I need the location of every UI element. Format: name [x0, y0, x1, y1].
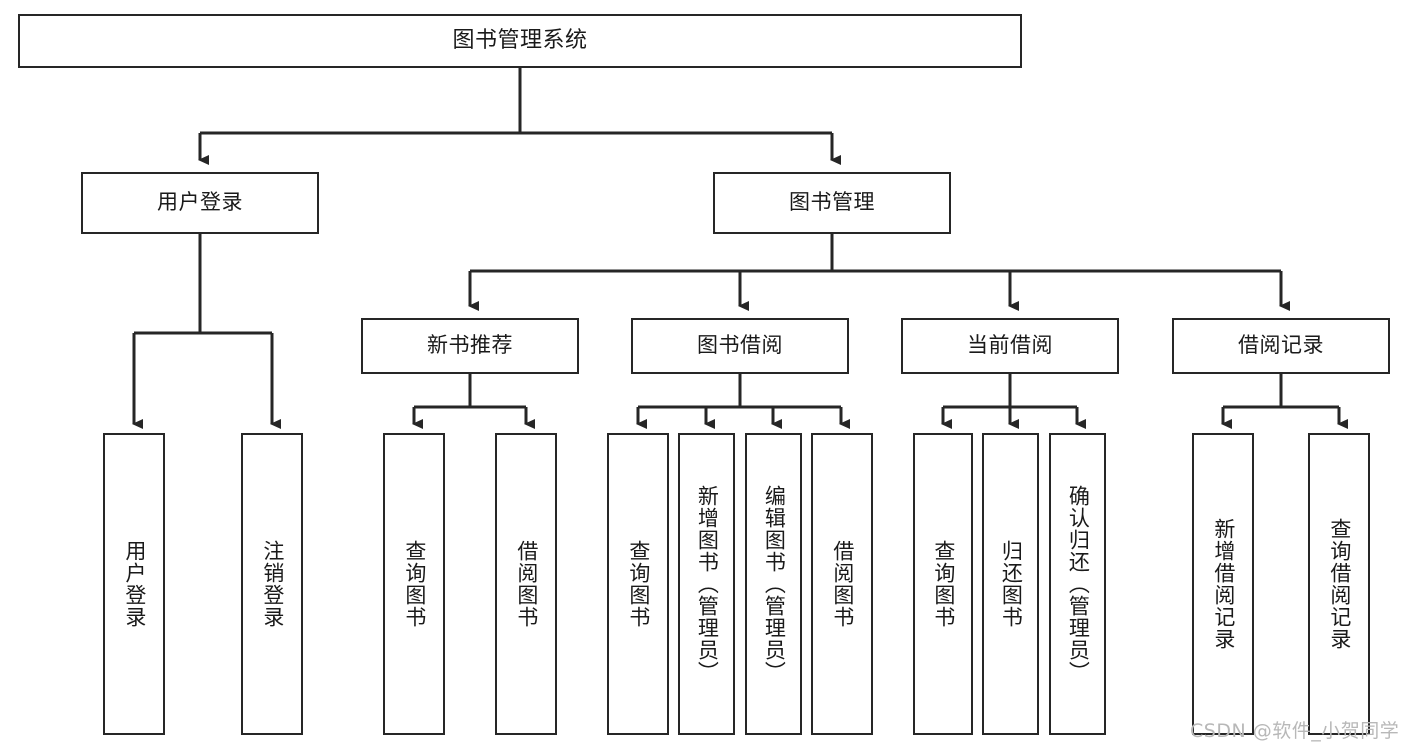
leaf-query-borrow-record[interactable]: 查询借阅记录: [1308, 433, 1370, 735]
node-current-borrow[interactable]: 当前借阅: [901, 318, 1119, 374]
node-label: 编辑图书（管理员）: [762, 485, 787, 683]
leaf-add-borrow-record[interactable]: 新增借阅记录: [1192, 433, 1254, 735]
node-label: 查询借阅记录: [1327, 518, 1352, 650]
node-new-book-recommend[interactable]: 新书推荐: [361, 318, 579, 374]
leaf-borrow-book-recommend[interactable]: 借阅图书: [495, 433, 557, 735]
node-label: 确认归还（管理员）: [1066, 485, 1091, 683]
leaf-borrow-book[interactable]: 借阅图书: [811, 433, 873, 735]
node-book-management[interactable]: 图书管理: [713, 172, 951, 234]
node-label: 用户登录: [122, 540, 147, 628]
leaf-add-book-admin[interactable]: 新增图书（管理员）: [678, 433, 735, 735]
node-borrow-record[interactable]: 借阅记录: [1172, 318, 1390, 374]
node-label: 新增图书（管理员）: [695, 485, 720, 683]
node-user-login[interactable]: 用户登录: [81, 172, 319, 234]
node-label: 借阅图书: [514, 540, 539, 628]
leaf-logout[interactable]: 注销登录: [241, 433, 303, 735]
leaf-query-book-recommend[interactable]: 查询图书: [383, 433, 445, 735]
node-label: 新增借阅记录: [1211, 518, 1236, 650]
leaf-query-book-borrow[interactable]: 查询图书: [607, 433, 669, 735]
node-label: 图书管理: [789, 190, 875, 215]
node-label: 注销登录: [260, 540, 285, 628]
node-label: 借阅图书: [830, 540, 855, 628]
node-label: 借阅记录: [1238, 333, 1324, 358]
node-label: 图书管理系统: [452, 27, 588, 53]
node-label: 查询图书: [931, 540, 956, 628]
leaf-edit-book-admin[interactable]: 编辑图书（管理员）: [745, 433, 802, 735]
node-label: 查询图书: [626, 540, 651, 628]
node-root-system[interactable]: 图书管理系统: [18, 14, 1022, 68]
leaf-user-login[interactable]: 用户登录: [103, 433, 165, 735]
node-label: 当前借阅: [967, 333, 1053, 358]
node-label: 图书借阅: [697, 333, 783, 358]
node-label: 查询图书: [402, 540, 427, 628]
watermark: CSDN @软件_小贺同学: [1190, 720, 1400, 742]
leaf-query-book-current[interactable]: 查询图书: [913, 433, 973, 735]
leaf-return-book[interactable]: 归还图书: [982, 433, 1039, 735]
leaf-confirm-return-admin[interactable]: 确认归还（管理员）: [1049, 433, 1106, 735]
node-label: 用户登录: [157, 190, 243, 215]
node-label: 归还图书: [999, 540, 1024, 628]
node-book-borrow[interactable]: 图书借阅: [631, 318, 849, 374]
node-label: 新书推荐: [427, 333, 513, 358]
